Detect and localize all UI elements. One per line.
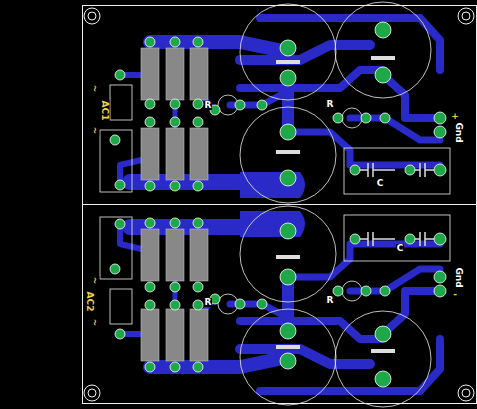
silkscreen-label: Gnd <box>454 121 463 143</box>
silkscreen-label: AC2 <box>86 290 95 312</box>
silkscreen-label: C <box>376 179 385 188</box>
bottom-board <box>84 206 474 407</box>
silkscreen-label: C <box>396 244 405 253</box>
silkscreen-label: - <box>452 290 458 299</box>
silkscreen-label: ~ <box>90 83 99 93</box>
silkscreen-label: R <box>326 296 335 305</box>
top-board <box>84 2 474 203</box>
silkscreen-label: + <box>450 112 460 121</box>
silkscreen-label: R <box>204 101 213 110</box>
silkscreen-label: ~ <box>90 125 99 135</box>
silkscreen-label: AC1 <box>101 99 110 121</box>
board-split <box>82 204 477 205</box>
silkscreen-label: R <box>326 100 335 109</box>
silkscreen-label: Gnd <box>454 266 463 288</box>
silkscreen-label: ~ <box>90 275 99 285</box>
silkscreen-label: R <box>204 298 213 307</box>
silkscreen-label: ~ <box>90 317 99 327</box>
board-outline <box>83 6 477 404</box>
